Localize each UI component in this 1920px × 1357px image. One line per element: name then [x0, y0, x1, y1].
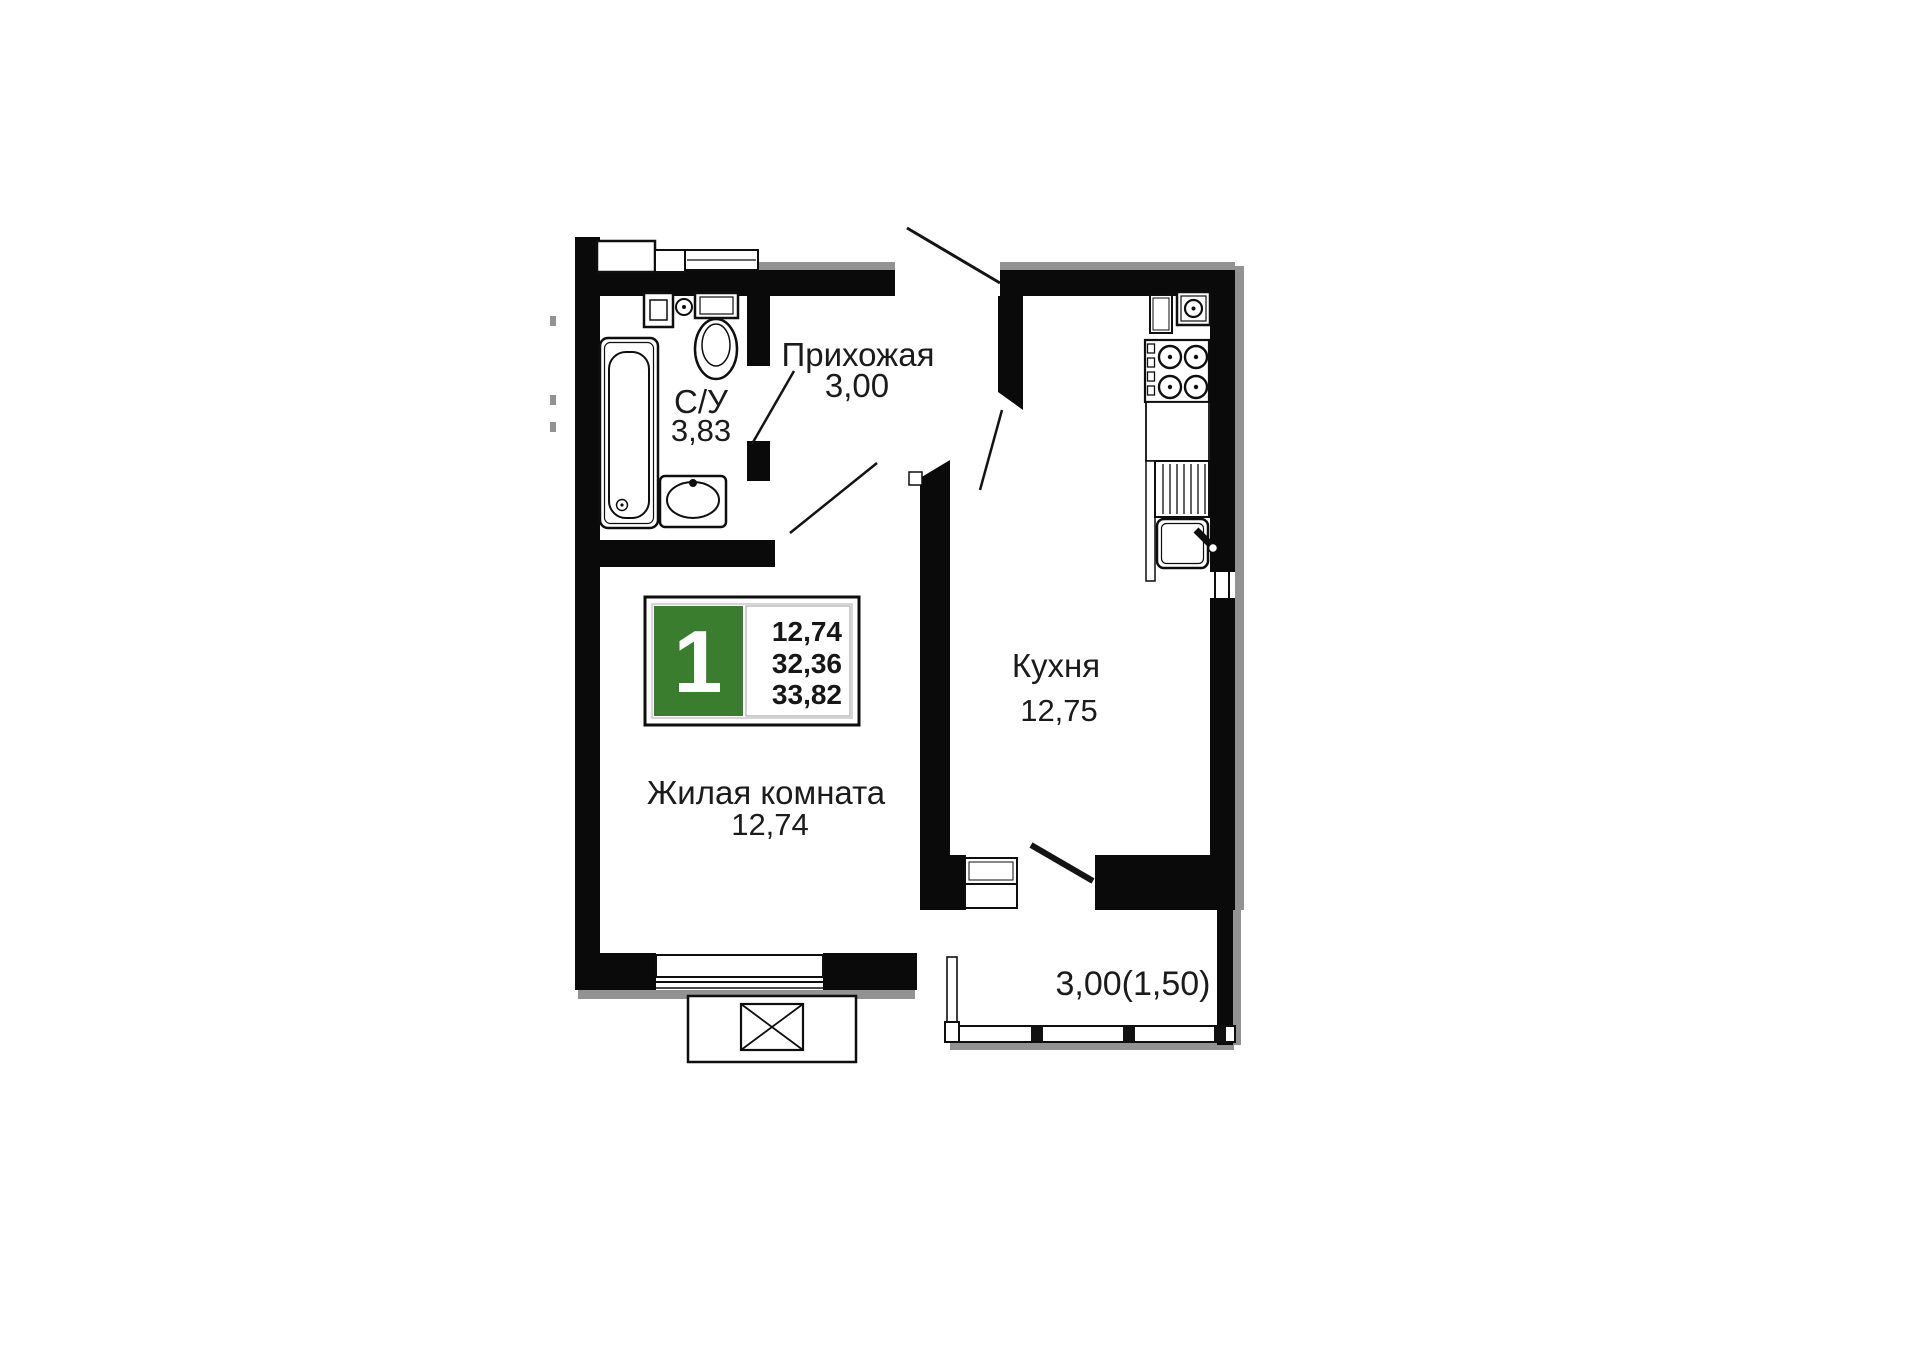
switch-box-icon: [908, 471, 923, 486]
wall-kitchen-right-lower: [1210, 598, 1235, 910]
room-labels: Прихожая 3,00 С/У 3,83 Кухня 12,75 Жилая…: [647, 336, 1211, 1003]
wall-bathroom-bottom: [575, 540, 775, 567]
ac-unit-icon: [686, 994, 858, 1064]
paper-holder-icon: [675, 298, 693, 316]
bathroom-label: С/У: [674, 383, 729, 420]
badge-area-1: 12,74: [772, 616, 842, 647]
washbasin-icon: [658, 474, 728, 529]
wall-living-kitchen: [920, 460, 950, 890]
balcony-window-block-icon: [964, 857, 1018, 909]
wall-bathroom-right-upper: [747, 296, 770, 366]
hallway-label: Прихожая: [782, 336, 935, 373]
doors: [750, 226, 1095, 884]
shaft-box-icon: [654, 249, 686, 273]
vent-box-icon: [1149, 294, 1173, 334]
kitchen-label: Кухня: [1012, 647, 1100, 684]
apartment-badge: 1 12,74 32,36 33,82: [643, 595, 861, 727]
balcony-area: 3,00(1,50): [1056, 965, 1211, 1003]
balcony-railing-icon: [944, 956, 1236, 1043]
toilet-icon: [693, 291, 740, 381]
living-door-swing-icon: [789, 462, 878, 534]
kitchen-sink-icon: [1155, 517, 1219, 570]
kitchen-door-swing-icon: [978, 409, 1004, 491]
kitchen-side-window-icon: [1211, 572, 1234, 598]
walls: [575, 237, 1235, 1045]
balcony-door-leaf-icon: [1029, 842, 1095, 884]
wall-kitchen-right-upper: [1210, 270, 1235, 572]
kitchen-fixtures: [1143, 290, 1219, 582]
bathroom-door-swing-icon: [750, 370, 796, 445]
badge-area-3: 33,82: [772, 679, 842, 710]
kitchen-counter-icon: [1145, 401, 1210, 462]
badge-area-2: 32,36: [772, 648, 842, 679]
counter-rail-icon: [1145, 460, 1156, 582]
top-ledges: [595, 239, 759, 274]
badge-rooms-count: 1: [674, 612, 723, 711]
corner-sink-icon: [1175, 290, 1212, 327]
wall-bathroom-right-stub: [747, 441, 770, 481]
bathroom-area: 3,83: [671, 413, 731, 448]
bathroom-fixtures: [598, 291, 740, 530]
wall-living-bottom-left: [575, 953, 656, 990]
bathtub-icon: [598, 336, 660, 530]
shaft-box-icon: [595, 239, 657, 274]
wall-top-left: [575, 270, 895, 296]
wall-left: [575, 237, 600, 990]
washing-machine-icon: [642, 291, 675, 329]
stove-icon: [1143, 338, 1211, 404]
entrance-door-swing-icon: [906, 226, 1001, 285]
living-room-area: 12,74: [731, 807, 809, 842]
wall-hallway-right: [998, 296, 1023, 410]
wall-kitchen-bottom-left: [920, 855, 966, 910]
hallway-area: 3,00: [825, 367, 889, 404]
living-room-label: Жилая комната: [647, 774, 886, 811]
wall-balcony-right: [1217, 905, 1233, 1045]
living-window-icon: [655, 954, 824, 989]
kitchen-area: 12,75: [1020, 693, 1098, 728]
dish-drainer-icon: [1154, 460, 1210, 518]
badge-rooms-square: [654, 606, 743, 716]
wall-living-bottom-right: [823, 953, 917, 990]
